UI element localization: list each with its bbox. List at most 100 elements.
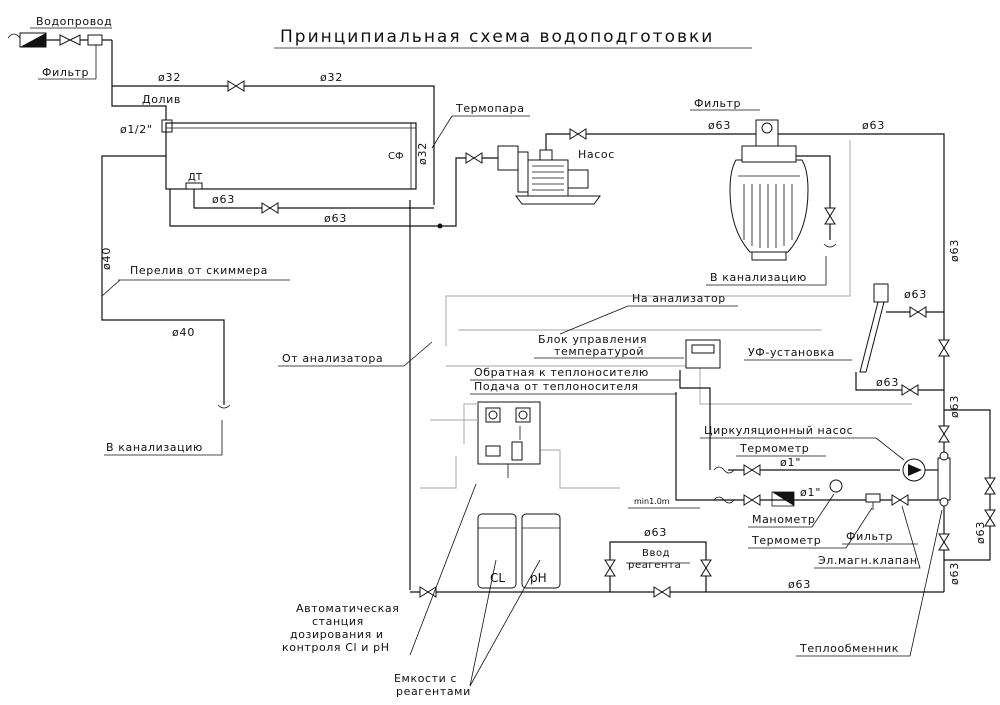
valve-supply xyxy=(227,80,245,92)
diagram-title: Принципиальная схема водоподготовки xyxy=(280,27,714,47)
pipe-return-to-heat xyxy=(679,370,711,470)
water-supply-inlet xyxy=(7,32,112,48)
leader-circ-pump-diag xyxy=(875,437,905,461)
uv-unit-label: УФ-установка xyxy=(748,346,835,359)
valve-main-drain xyxy=(261,202,279,214)
circ-pump-label: Циркуляционный насос xyxy=(704,424,853,437)
flex-joint-top xyxy=(713,466,735,474)
min-distance-label: min1.0m xyxy=(634,497,670,506)
dim-d63-a: ø63 xyxy=(212,193,235,206)
heat-exchanger-top xyxy=(939,451,949,461)
small-filter-symbol xyxy=(865,493,881,510)
leader-solenoid xyxy=(814,505,921,569)
dim-d63-uv-out: ø63 xyxy=(876,376,899,389)
circ-pump-arrow xyxy=(908,464,922,476)
dim-d1-top: ø1" xyxy=(780,456,801,469)
valve-reagent-b xyxy=(700,559,712,577)
dosing-station xyxy=(477,401,541,478)
valve-bypass-b xyxy=(984,509,996,527)
dim-d32-a: ø32 xyxy=(158,71,181,84)
dosing-sample-loop xyxy=(463,403,478,444)
small-filter-label: Фильтр xyxy=(846,530,893,543)
supply-heat-label: Подача от теплоносителя xyxy=(474,380,639,393)
valve-heat-bottom xyxy=(743,494,761,506)
thermometer-1-label: Термометр xyxy=(739,442,809,455)
valve-return-a xyxy=(419,586,437,598)
pipe-top-up xyxy=(111,86,167,122)
pump-label: Насос xyxy=(578,148,615,161)
dosing-station-label: Автоматическая станция дозирования и кон… xyxy=(282,602,404,654)
pipe-to-pump xyxy=(440,157,500,227)
drain-symbol-filter xyxy=(823,243,837,248)
valve-right-b xyxy=(938,425,950,443)
pipe-skimmer-d63 xyxy=(169,189,440,227)
dim-d32-b: ø32 xyxy=(320,71,343,84)
leader-drain-left xyxy=(104,420,223,456)
dim-d63-uv-in: ø63 xyxy=(904,288,927,301)
tank-ph xyxy=(521,513,561,589)
uv-unit xyxy=(859,283,889,373)
leader-dosing-station xyxy=(409,483,477,656)
dim-d63-b: ø63 xyxy=(324,212,347,225)
valve-pump-inlet xyxy=(465,152,483,164)
dim-d63-right-c: ø63 xyxy=(948,562,961,585)
top-up-size-label: ø1/2" xyxy=(120,123,153,136)
temp-control-display xyxy=(691,344,715,354)
dim-d63-reagent: ø63 xyxy=(644,526,667,539)
reagent-tanks-label: Емкости с реагентами xyxy=(394,672,471,698)
valve-right-c xyxy=(938,533,950,551)
top-up-nozzle xyxy=(161,119,173,133)
leader-from-analyzer-diag xyxy=(403,341,433,367)
pipe-supply-from-heat xyxy=(675,392,710,501)
dim-d63-return: ø63 xyxy=(788,578,811,591)
thermometer-2-label: Термометр xyxy=(751,534,821,547)
sand-filter xyxy=(729,119,809,261)
pool-drain-outlet xyxy=(185,182,203,190)
skimmer-overflow-label: Перелив от скиммера xyxy=(130,264,268,277)
pool-sensor-cf: СФ xyxy=(388,151,404,162)
drain-filter-label: В канализацию xyxy=(710,271,807,284)
dim-d63-bypass: ø63 xyxy=(974,521,987,544)
circulation-pump xyxy=(497,145,601,205)
valve-reagent-a xyxy=(604,559,616,577)
leader-tank-ph xyxy=(469,559,541,687)
manometer-label: Манометр xyxy=(752,513,815,526)
pipe-overflow-d40 xyxy=(101,155,225,405)
pipe-uv-out xyxy=(855,372,944,391)
to-analyzer-label: На анализатор xyxy=(632,292,726,305)
valve-heat-top xyxy=(743,464,761,476)
valve-right-a xyxy=(938,339,950,357)
dim-d32-vertical: ø32 xyxy=(416,142,429,165)
dim-d1-bottom: ø1" xyxy=(800,486,821,499)
dim-d63-right-b: ø63 xyxy=(948,395,961,418)
from-analyzer-label: От анализатора xyxy=(282,352,383,365)
leader-tank-cl xyxy=(469,559,497,687)
leader-heat-exchanger xyxy=(796,509,943,657)
pool-basin xyxy=(165,122,417,190)
solenoid-label: Эл.магн.клапан xyxy=(818,554,918,567)
dim-d63-filter-in: ø63 xyxy=(708,119,731,132)
leader-manometer xyxy=(748,493,835,528)
heat-exchanger-label: Теплообменник xyxy=(799,642,899,655)
solenoid-valve-symbol xyxy=(771,491,795,507)
valve-solenoid xyxy=(891,494,909,506)
valve-uv-in xyxy=(909,306,927,318)
pipe-main-drain-d63 xyxy=(193,189,434,209)
tank-ph-label: pH xyxy=(530,571,547,585)
tank-cl xyxy=(477,513,517,589)
manometer-symbol xyxy=(829,479,843,493)
dim-d40-horizontal: ø40 xyxy=(172,326,195,339)
dim-d40-vertical: ø40 xyxy=(100,247,113,270)
valve-return-b xyxy=(653,586,671,598)
tank-cl-label: CL xyxy=(490,571,505,585)
sample-line-grey-b xyxy=(446,365,912,405)
drain-symbol-left xyxy=(217,404,231,409)
flex-joint-bottom xyxy=(713,496,735,504)
dim-d63-right-a: ø63 xyxy=(948,239,961,262)
valve-bypass-a xyxy=(984,477,996,495)
water-supply-label: Водопровод xyxy=(36,15,112,28)
valve-backwash xyxy=(824,207,836,225)
dim-d63-filter-out: ø63 xyxy=(862,119,885,132)
